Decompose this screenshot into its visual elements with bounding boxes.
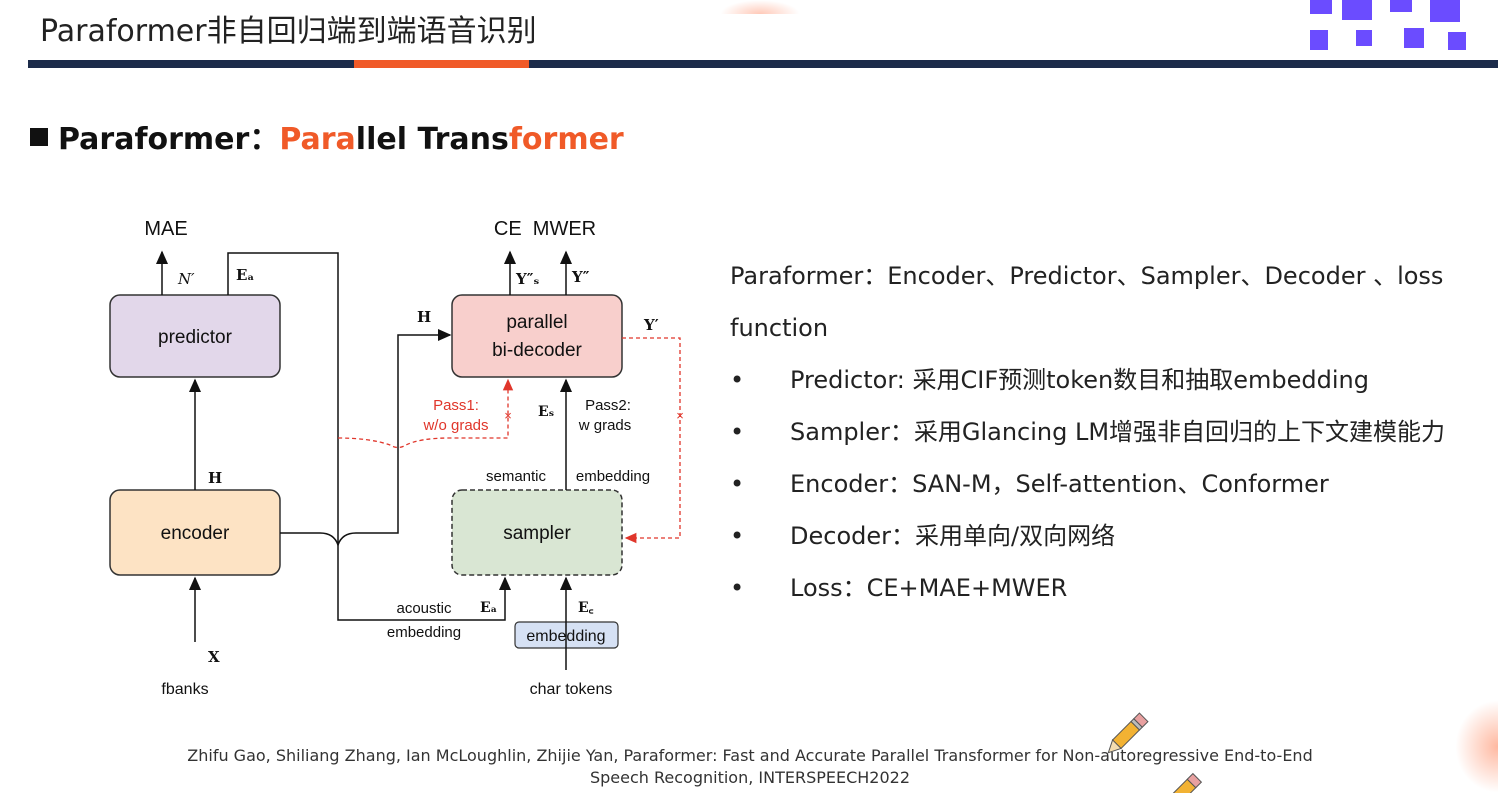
- decorative-glow-icon: [720, 0, 800, 14]
- decoder-label-1: parallel: [506, 312, 567, 333]
- ea-bottom-label: Eₐ: [480, 600, 497, 616]
- sampler-label: sampler: [503, 523, 571, 544]
- fbanks-label: fbanks: [161, 681, 208, 698]
- acoustic-embedding-label: embedding: [387, 624, 461, 641]
- pass1-label-1: Pass1:: [433, 397, 479, 414]
- predictor-box: [109, 294, 281, 378]
- description-list: •Predictor: 采用CIF预测token数目和抽取embedding •…: [730, 354, 1480, 614]
- ce-mwer-label: CE MWER: [494, 218, 596, 240]
- pass1-label-2: w/o grads: [422, 417, 488, 434]
- pencil-icon: [1172, 772, 1203, 793]
- y1-label: Y′: [643, 316, 659, 334]
- char-tokens-label: char tokens: [530, 681, 613, 698]
- pencil-icon: [1107, 712, 1149, 754]
- slide-title: Paraformer非自回归端到端语音识别: [40, 14, 537, 49]
- logo-icon: [1308, 0, 1488, 52]
- es-label: Eₛ: [538, 404, 554, 420]
- list-item: •Encoder：SAN-M，Self-attention、Conformer: [730, 458, 1480, 510]
- description-panel: Paraformer：Encoder、Predictor、Sampler、Dec…: [730, 250, 1480, 614]
- semantic-embedding-label: embedding: [576, 468, 650, 485]
- list-item: •Decoder：采用单向/双向网络: [730, 510, 1480, 562]
- pass2-label-2: w grads: [578, 417, 632, 434]
- section-heading: Paraformer：Parallel Transformer: [30, 114, 624, 158]
- sampler-box: [451, 489, 623, 576]
- decoder-label-2: bi-decoder: [492, 340, 582, 361]
- y2-label: Y″: [571, 268, 590, 286]
- predictor-label: predictor: [158, 327, 233, 348]
- x-label: X: [208, 648, 220, 666]
- ea-top-label: Eₐ: [236, 266, 254, 284]
- encoder-label: encoder: [161, 523, 230, 544]
- semantic-label: semantic: [486, 468, 547, 485]
- decoder-box: [451, 294, 623, 378]
- bullet-icon: •: [730, 574, 745, 602]
- bullet-icon: •: [730, 366, 745, 394]
- square-bullet-icon: [30, 128, 48, 146]
- description-intro: Paraformer：Encoder、Predictor、Sampler、Dec…: [730, 262, 1444, 342]
- list-item: •Sampler：采用Glancing LM增强非自回归的上下文建模能力: [730, 406, 1480, 458]
- decorative-glow-icon: [1455, 700, 1498, 793]
- citation: Zhifu Gao, Shiliang Zhang, Ian McLoughli…: [150, 745, 1350, 789]
- pass2-cross: ×: [676, 408, 684, 423]
- ys-label: Y″ₛ: [515, 270, 539, 288]
- list-item: •Loss：CE+MAE+MWER: [730, 562, 1480, 614]
- bullet-icon: •: [730, 522, 745, 550]
- title-underline: [28, 60, 1498, 68]
- acoustic-label: acoustic: [396, 600, 452, 617]
- pass1-cross: ×: [504, 408, 512, 423]
- h-top-label: H: [417, 308, 431, 326]
- n-prime-label: N′: [177, 270, 195, 288]
- mae-label: MAE: [144, 218, 187, 240]
- paraformer-diagram: predictor parallel bi-decoder encoder sa…: [109, 218, 684, 698]
- pass2-label-1: Pass2:: [585, 397, 631, 414]
- embedding-label: embedding: [526, 628, 605, 645]
- h-mid-label: H: [208, 469, 222, 487]
- citation-line-1: Zhifu Gao, Shiliang Zhang, Ian McLoughli…: [187, 746, 1313, 765]
- ec-label: E꜀: [578, 600, 594, 616]
- bullet-icon: •: [730, 470, 745, 498]
- bullet-icon: •: [730, 418, 745, 446]
- citation-line-2: Speech Recognition, INTERSPEECH2022: [589, 768, 911, 787]
- list-item: •Predictor: 采用CIF预测token数目和抽取embedding: [730, 354, 1480, 406]
- title-underline-accent: [354, 60, 529, 68]
